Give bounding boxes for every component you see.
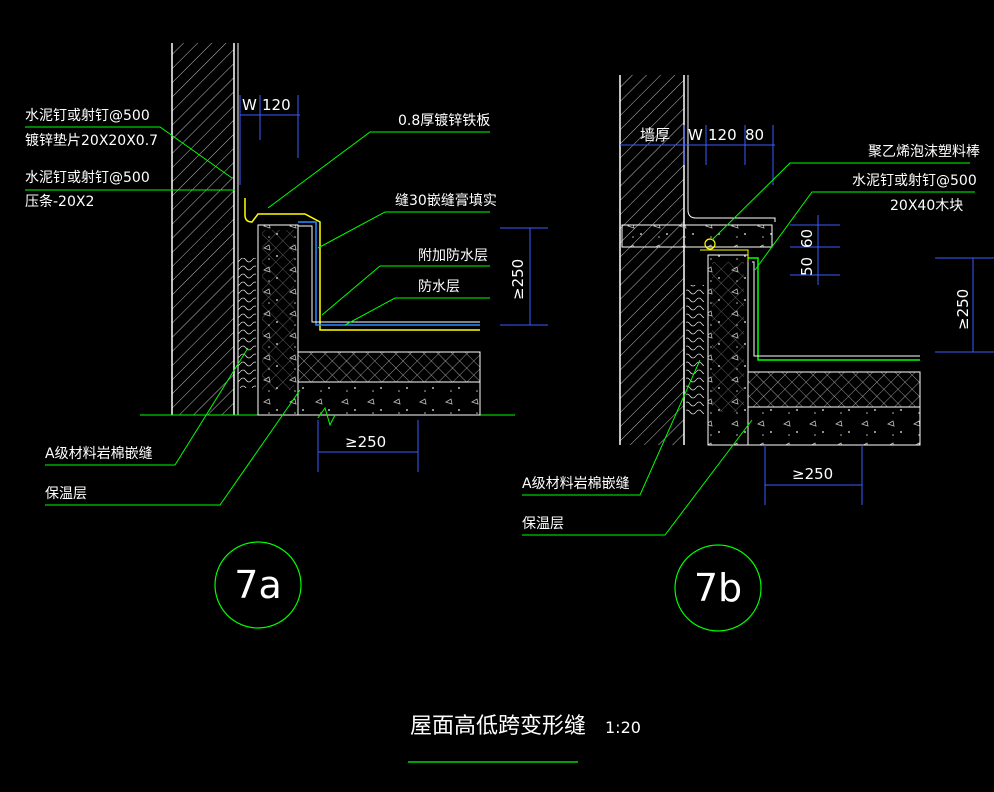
detail-circle-b [674,544,762,632]
label-rockwool-a: A级材料岩棉嵌缝 [45,445,153,462]
label-foam-b: 聚乙烯泡沫塑料棒 [868,144,980,160]
insulation-b [747,371,921,408]
dim-60-b: 60 [798,229,816,248]
label-block-b: 20X40木块 [890,198,963,214]
high-wall-a [172,43,234,415]
insulation-a [297,351,481,383]
label-wp-a: 防水层 [418,279,460,295]
label-insulation-a: 保温层 [45,486,87,502]
slab-a [297,381,481,416]
rockwool-b [686,285,704,415]
label-rockwool-b: A级材料岩棉嵌缝 [522,475,630,492]
high-wall-b [620,75,684,445]
label-insulation-b: 保温层 [522,516,564,532]
detail-7b: 墙厚 W 120 80 60 50 ≥250 ≥250 聚乙烯泡沫塑料棒 水泥钉… [522,75,994,632]
detail-id-a: 7a [234,563,281,607]
label-washer-a: 镀锌垫片20X20X0.7 [25,132,158,149]
detail-id-b: 7b [694,566,742,610]
detail-circle-a [214,541,302,629]
rockwool-a [238,258,256,388]
flashing-a [244,198,480,331]
dim-h250-b: ≥250 [954,289,972,330]
slab-b [747,406,921,446]
dim-80-b: 80 [745,126,764,144]
dim-h250-a: ≥250 [509,259,527,300]
drawing-scale: 1:20 [605,718,641,737]
label-joint-a: 缝30嵌缝膏填实 [395,192,497,209]
label-strip-a: 压条-20X2 [25,193,94,210]
label-nail-b: 水泥钉或射钉@500 [852,173,977,189]
detail-7a: W 120 ≥250 ≥250 水泥钉或射钉@500 镀锌垫片20X20X0.7… [25,43,548,629]
dim-b250-a: ≥250 [345,433,386,451]
label-nail2-a: 水泥钉或射钉@500 [25,170,150,186]
label-nail1-a: 水泥钉或射钉@500 [25,108,150,124]
membrane-b [748,257,920,361]
cap-slab-b [621,224,773,248]
label-extra-wp-a: 附加防水层 [418,248,488,264]
dim-wall-b: 墙厚 [640,126,670,144]
membrane-a [298,221,480,326]
dim-50-b: 50 [798,257,816,276]
foam-rod-b [704,238,716,250]
dim-w-b: W [688,126,703,144]
dim-w-a: W [242,96,257,114]
label-sheet-a: 0.8厚镀锌铁板 [398,112,490,129]
dim-120-b: 120 [708,126,737,144]
dim-b250-b: ≥250 [792,465,833,483]
dim-120-a: 120 [262,96,291,114]
drawing-title: 屋面高低跨变形缝 [410,714,586,739]
